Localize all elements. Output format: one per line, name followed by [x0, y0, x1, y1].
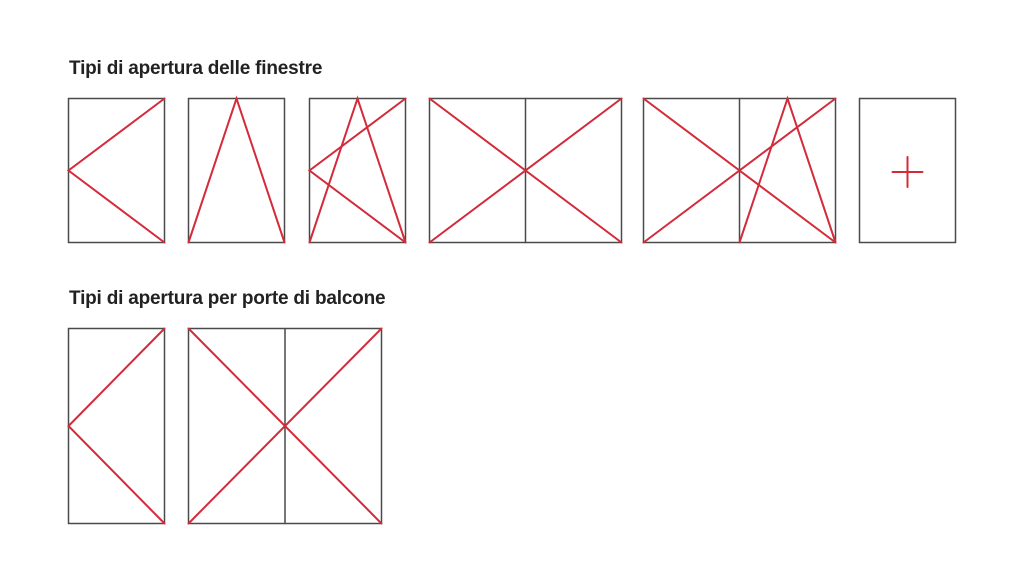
balcony-door-double-icon [187, 327, 383, 525]
window-double-casement-icon [428, 97, 623, 244]
window-tilt-icon [187, 95, 286, 244]
balcony-door-single-icon [67, 327, 166, 525]
window-tilt-turn-icon [307, 95, 407, 244]
window-single-casement-icon [66, 97, 166, 244]
window-fixed-icon [858, 97, 957, 244]
section-title-balcony-doors: Tipi di apertura per porte di balcone [69, 288, 386, 309]
window-double-tilt-turn-icon [642, 95, 837, 244]
section-title-windows: Tipi di apertura delle finestre [69, 58, 323, 79]
